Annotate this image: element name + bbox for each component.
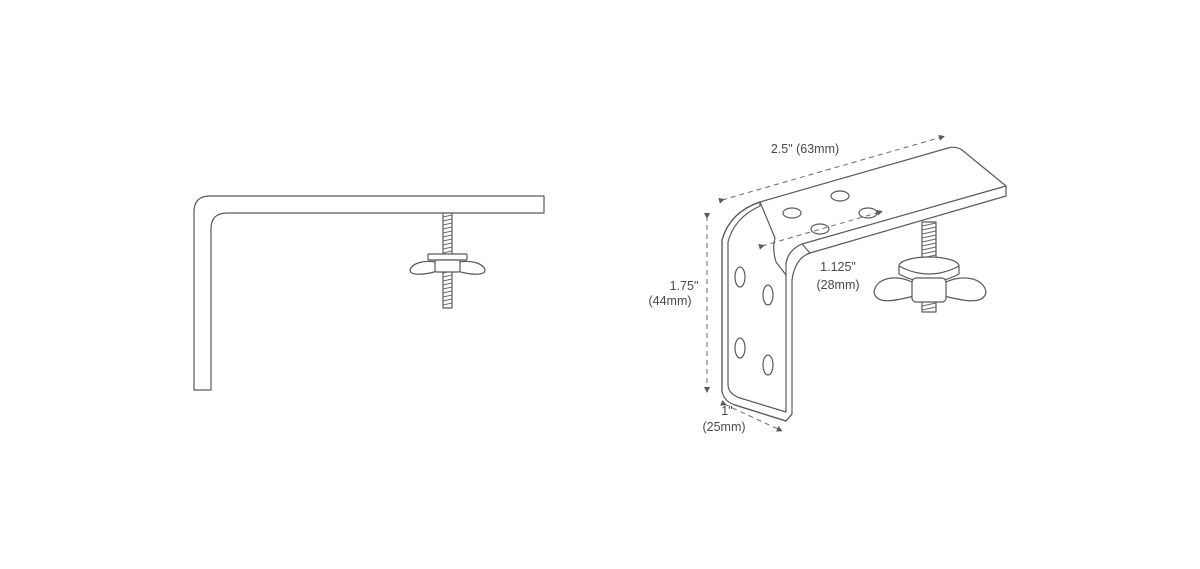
bolt-thread (921, 242, 937, 247)
bolt-thread (921, 222, 937, 227)
bolt-thread (921, 302, 937, 307)
bolt-thread (921, 250, 937, 255)
bolt-thread (442, 298, 453, 302)
wing-nut-icon (409, 259, 486, 275)
bolt-thread (442, 246, 453, 250)
bracket-profile (193, 195, 545, 391)
spacing-dimension-line (758, 209, 883, 250)
bolt-thread (442, 290, 453, 294)
bolt-thread (442, 214, 453, 218)
bolt-thread (442, 250, 453, 254)
bolt-thread (442, 218, 453, 222)
bolt-thread (921, 306, 937, 311)
bolt-thread (442, 222, 453, 226)
spacing-label-mm: (28mm) (816, 278, 859, 292)
bolt-thread (442, 234, 453, 238)
bolt-thread (442, 302, 453, 306)
bolt-thread (442, 238, 453, 242)
bolt-thread (921, 226, 937, 231)
washer (427, 253, 468, 261)
bolt-thread (442, 282, 453, 286)
height-label-mm: (44mm) (648, 294, 691, 308)
bolt-thread (442, 226, 453, 230)
length-dimension-line (718, 134, 945, 204)
bolt-thread (442, 230, 453, 234)
bolt-thread (921, 234, 937, 239)
bolt-thread (921, 246, 937, 251)
width-label-mm: (25mm) (702, 420, 745, 434)
side-plate-holes (734, 266, 774, 376)
bolt-thread (442, 294, 453, 298)
bracket-side-view (193, 195, 545, 391)
bolt-thread (921, 230, 937, 235)
bolt-thread (921, 238, 937, 243)
bolt-thread (442, 286, 453, 290)
length-label: 2.5" (63mm) (771, 142, 839, 156)
wing-nut-icon (873, 277, 987, 303)
bolt-thread (442, 242, 453, 246)
bolt-thread (442, 274, 453, 278)
width-dimension-line (720, 400, 783, 432)
height-label-inch: 1.75" (670, 279, 699, 293)
spacing-label-inch: 1.125" (820, 260, 856, 274)
bolt-thread (442, 278, 453, 282)
width-label-inch: 1" (721, 404, 732, 418)
bracket-3d-view: 2.5" (63mm) 1.75" (44mm) 1.125" (28mm) 1… (648, 134, 1007, 434)
